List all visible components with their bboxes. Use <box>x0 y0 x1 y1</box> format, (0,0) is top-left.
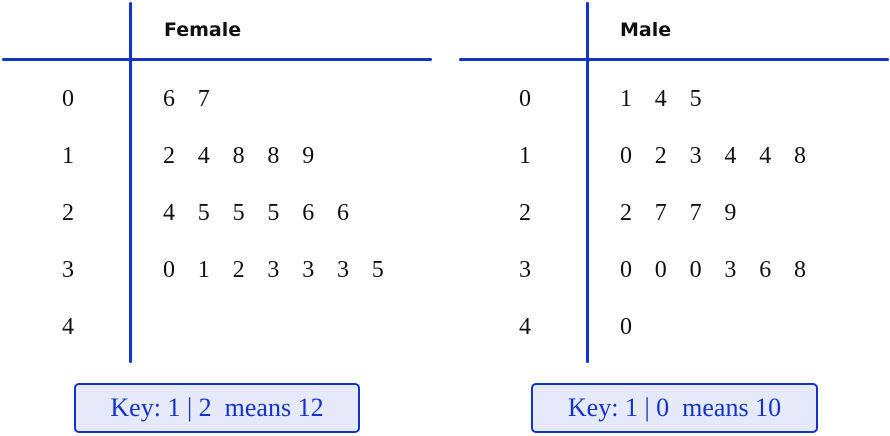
leaf-value: 8 <box>267 143 280 169</box>
leaf-value: 2 <box>163 143 175 169</box>
leaf-value: 6 <box>759 257 772 283</box>
stem-value: 2 <box>62 200 74 226</box>
leaf-value: 8 <box>232 143 245 169</box>
leaf-value: 5 <box>232 200 245 226</box>
leaf-value: 4 <box>654 86 667 112</box>
leaf-value: 2 <box>654 143 667 169</box>
stem-value: 2 <box>519 200 531 226</box>
header-divider-line <box>459 58 889 61</box>
leaf-value: 0 <box>163 257 175 283</box>
stem-value: 4 <box>62 314 74 340</box>
leaf-value: 4 <box>197 143 210 169</box>
stem-value: 1 <box>519 143 531 169</box>
male-key: Key: 1 | 0 means 10 <box>531 383 818 433</box>
leaf-value: 3 <box>336 257 349 283</box>
leaf-value: 0 <box>654 257 667 283</box>
stem-value: 4 <box>519 314 531 340</box>
leaf-value: 6 <box>336 200 349 226</box>
leaf-value: 3 <box>302 257 315 283</box>
header-divider-line <box>2 58 432 61</box>
stem-divider-line <box>129 2 132 363</box>
leaf-value: 3 <box>724 257 737 283</box>
leaf-value: 0 <box>620 143 632 169</box>
leaf-value: 2 <box>620 200 632 226</box>
leaf-value: 6 <box>302 200 315 226</box>
leaf-value: 6 <box>163 86 175 112</box>
female-key: Key: 1 | 2 means 12 <box>74 383 360 433</box>
leaf-value: 0 <box>689 257 702 283</box>
leaf-value: 4 <box>759 143 772 169</box>
leaf-value: 4 <box>163 200 175 226</box>
leaf-value: 9 <box>302 143 315 169</box>
leaf-value: 5 <box>689 86 702 112</box>
plot-title: Female <box>164 19 242 41</box>
leaf-value: 4 <box>724 143 737 169</box>
leaf-value: 7 <box>197 86 210 112</box>
leaf-value: 9 <box>724 200 737 226</box>
leaf-value: 5 <box>267 200 280 226</box>
leaf-value: 7 <box>689 200 702 226</box>
leaf-value: 2 <box>232 257 245 283</box>
stem-value: 0 <box>62 86 74 112</box>
plot-title: Male <box>620 19 672 41</box>
leaf-value: 0 <box>620 314 632 340</box>
leaf-value: 8 <box>793 143 806 169</box>
stem-value: 1 <box>62 143 74 169</box>
stem-divider-line <box>586 2 589 363</box>
leaf-value: 3 <box>689 143 702 169</box>
leaf-value: 5 <box>197 200 210 226</box>
stem-value: 3 <box>62 257 74 283</box>
leaf-row: 0 <box>620 314 655 341</box>
stem-value: 3 <box>519 257 531 283</box>
leaf-value: 3 <box>267 257 280 283</box>
leaf-value: 1 <box>620 86 632 112</box>
leaf-value: 1 <box>197 257 210 283</box>
leaf-value: 0 <box>620 257 632 283</box>
leaf-value: 8 <box>793 257 806 283</box>
leaf-value: 7 <box>654 200 667 226</box>
stem-value: 0 <box>519 86 531 112</box>
leaf-value: 5 <box>371 257 384 283</box>
